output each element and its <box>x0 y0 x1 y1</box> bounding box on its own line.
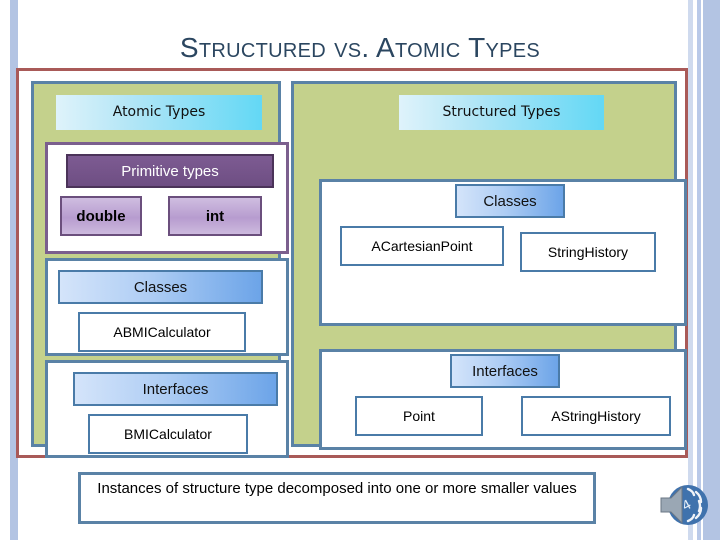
column-structured-types: Structured Types Classes ACartesianPoint… <box>291 81 687 450</box>
caption-box: Instances of structure type decomposed i… <box>78 472 596 524</box>
group-atomic-interfaces: Interfaces BMICalculator <box>45 360 289 458</box>
group-atomic-classes: Classes ABMICalculator <box>45 258 289 356</box>
content-frame: Atomic Types Primitive types double int … <box>16 68 688 458</box>
group-primitive-types: Primitive types double int <box>45 142 289 254</box>
slide-title: Structured vs. Atomic Types <box>179 32 541 63</box>
group-banner-atomic-classes: Classes <box>58 270 263 304</box>
type-box-astringhistory: AStringHistory <box>521 396 671 436</box>
type-box-point: Point <box>355 396 483 436</box>
left-accent-bar <box>10 0 18 540</box>
type-box-acartesianpoint: ACartesianPoint <box>340 226 504 266</box>
type-box-bmicalculator: BMICalculator <box>88 414 248 454</box>
column-header-structured-types: Structured Types <box>399 95 604 130</box>
type-box-abmicalculator: ABMICalculator <box>78 312 246 352</box>
group-banner-primitive-types: Primitive types <box>66 154 274 188</box>
group-banner-atomic-interfaces: Interfaces <box>73 372 278 406</box>
right-accent-bar-1 <box>688 0 693 540</box>
group-banner-structured-classes: Classes <box>455 184 565 218</box>
group-structured-interfaces: Interfaces Point AStringHistory <box>319 349 687 450</box>
speaker-sound-icon[interactable]: 4 <box>655 478 711 532</box>
column-header-atomic-types: Atomic Types <box>56 95 262 130</box>
type-box-int: int <box>168 196 262 236</box>
group-banner-structured-interfaces: Interfaces <box>450 354 560 388</box>
column-atomic-types: Atomic Types Primitive types double int … <box>31 81 289 458</box>
group-structured-classes: Classes ACartesianPoint StringHistory <box>319 179 687 326</box>
type-box-double: double <box>60 196 142 236</box>
right-accent-bar-2 <box>697 0 701 540</box>
type-box-stringhistory: StringHistory <box>520 232 656 272</box>
right-accent-bar-3 <box>703 0 720 540</box>
